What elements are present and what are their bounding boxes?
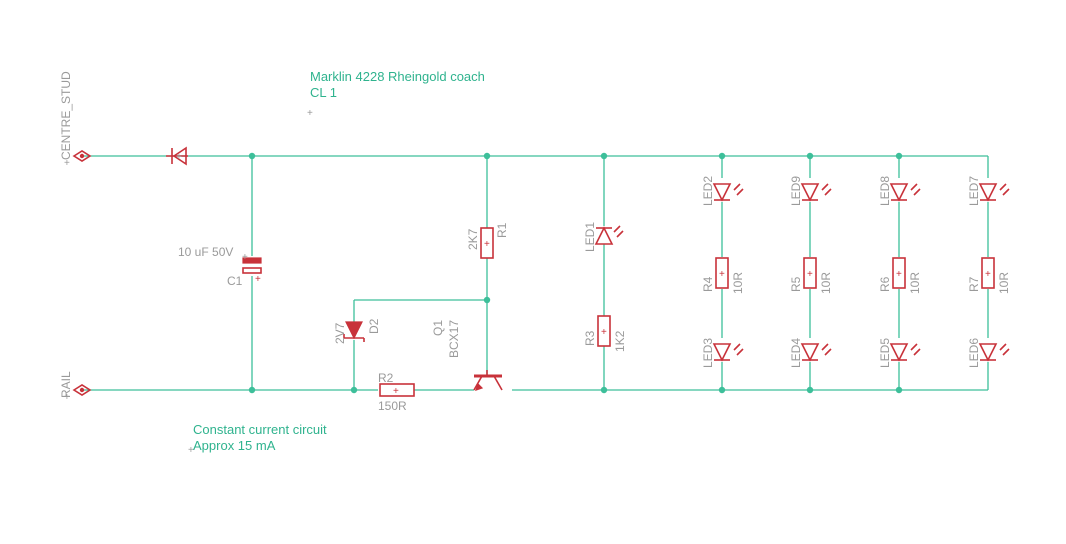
string-2-led-bottom: LED4 — [789, 338, 803, 368]
port-centre-stud-label: CENTRE_STUD — [59, 71, 73, 160]
led-string-2: LED9 + R5 10R LED4 — [789, 176, 833, 368]
title-note: Marklin 4228 Rheingold coach CL 1 + — [307, 69, 485, 119]
string-2-res-value: 10R — [819, 272, 833, 294]
d2-value: 2V7 — [333, 322, 347, 344]
string-3-led-top: LED8 — [878, 176, 892, 206]
string-3-led-bottom: LED5 — [878, 338, 892, 368]
string-2-led-top: LED9 — [789, 176, 803, 206]
resistor-r3: + R3 1K2 — [583, 315, 627, 352]
svg-text:+: + — [484, 239, 490, 250]
led-string-1: LED2 + R4 10R LED3 — [701, 176, 745, 368]
led-led1: LED1 — [583, 222, 624, 252]
led-string-4: LED7 + R7 10R LED6 — [967, 176, 1011, 368]
r3-name: R3 — [583, 330, 597, 346]
svg-text:+: + — [985, 269, 991, 280]
svg-text:+: + — [719, 269, 725, 280]
capacitor-c1: + 10 uF 50V C1 + — [178, 245, 262, 288]
svg-text:+: + — [307, 108, 313, 119]
r3-value: 1K2 — [613, 330, 627, 352]
svg-text:+: + — [601, 327, 607, 338]
svg-text:+: + — [188, 445, 194, 456]
resistor-r1: + 2K7 R1 — [466, 222, 509, 259]
input-diode: + — [166, 146, 188, 166]
wires — [82, 155, 989, 391]
r2-name: R2 — [378, 371, 394, 385]
svg-text:+: + — [896, 269, 902, 280]
cc-note: Constant current circuit Approx 15 mA + — [188, 422, 327, 456]
c1-value: 10 uF 50V — [178, 245, 233, 259]
title-line-1: Marklin 4228 Rheingold coach — [310, 69, 485, 84]
string-1-res-value: 10R — [731, 272, 745, 294]
led-string-3: LED8 + R6 10R LED5 — [878, 176, 922, 368]
led1-name: LED1 — [583, 222, 597, 252]
r2-value: 150R — [378, 399, 407, 413]
zener-d2: 2V7 D2 — [333, 318, 381, 344]
string-1-res: R4 — [701, 276, 715, 292]
string-3-res: R6 — [878, 276, 892, 292]
cc-line-1: Constant current circuit — [193, 422, 327, 437]
c1-name: C1 — [227, 274, 243, 288]
junctions — [248, 152, 903, 394]
resistor-r2: + R2 150R — [378, 371, 415, 413]
svg-text:+: + — [242, 252, 248, 263]
r1-name: R1 — [495, 222, 509, 238]
cc-line-2: Approx 15 mA — [193, 438, 276, 453]
transistor-q1: Q1 BCX17 — [431, 320, 503, 391]
svg-text:+: + — [64, 158, 70, 169]
title-line-2: CL 1 — [310, 85, 337, 100]
string-3-res-value: 10R — [908, 272, 922, 294]
string-4-res-value: 10R — [997, 272, 1011, 294]
d2-name: D2 — [367, 318, 381, 334]
svg-text:+: + — [393, 386, 399, 397]
string-2-res: R5 — [789, 276, 803, 292]
q1-name: Q1 — [431, 320, 445, 336]
svg-text:+: + — [255, 274, 261, 285]
svg-text:+: + — [807, 269, 813, 280]
svg-text:+: + — [64, 392, 70, 403]
string-1-led-bottom: LED3 — [701, 338, 715, 368]
string-4-res: R7 — [967, 276, 981, 292]
port-rail-label: RAIL — [59, 371, 73, 398]
string-1-led-top: LED2 — [701, 176, 715, 206]
svg-text:+: + — [176, 152, 182, 163]
r1-value: 2K7 — [466, 228, 480, 250]
q1-value: BCX17 — [447, 320, 461, 358]
string-4-led-bottom: LED6 — [967, 338, 981, 368]
port-centre-stud: CENTRE_STUD + — [59, 71, 92, 169]
string-4-led-top: LED7 — [967, 176, 981, 206]
port-rail: RAIL + — [59, 371, 92, 403]
